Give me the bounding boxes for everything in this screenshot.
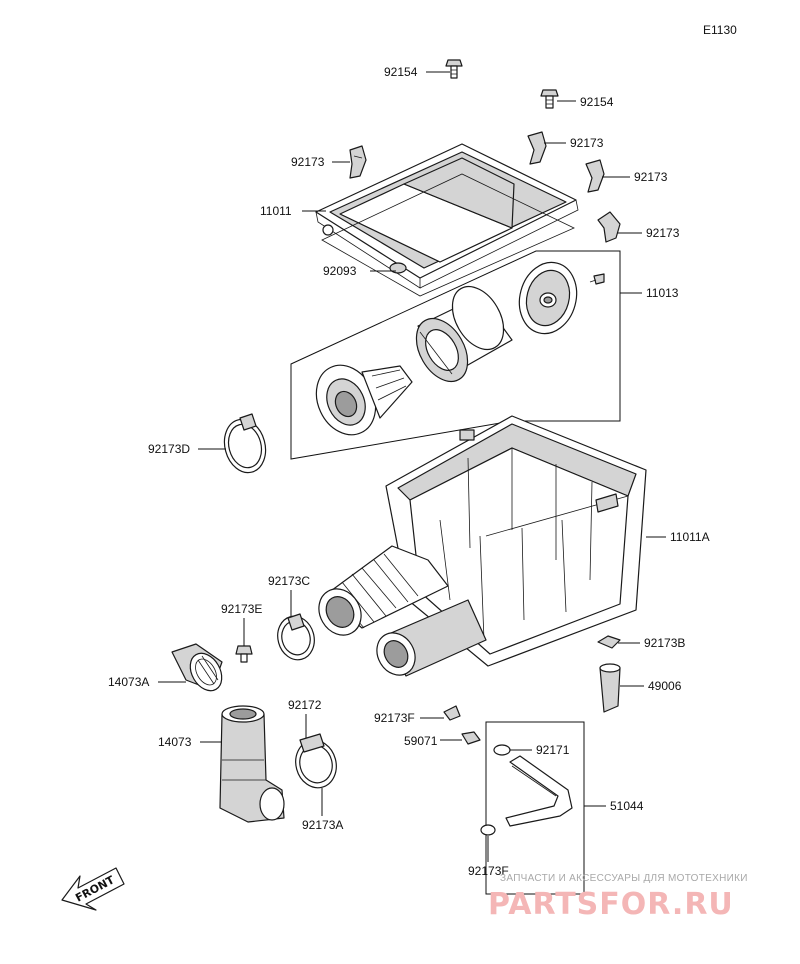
label-92173-upper-right1: 92173 bbox=[570, 136, 604, 150]
clip-92173-upper-left-drawing bbox=[349, 145, 367, 179]
clamp-92173D-drawing bbox=[223, 413, 267, 474]
filter-assy-bracket bbox=[290, 250, 621, 460]
filter-cover-drawing bbox=[518, 261, 578, 335]
screw-92173E-drawing bbox=[235, 645, 253, 663]
label-92173-upper-right3: 92173 bbox=[646, 226, 680, 240]
label-14073: 14073 bbox=[158, 735, 192, 749]
fitting-59071-drawing bbox=[461, 731, 481, 745]
air-box-lid-drawing bbox=[315, 143, 579, 289]
inlet-duct-14073-drawing bbox=[219, 705, 285, 823]
label-51044: 51044 bbox=[610, 799, 644, 813]
clip-92173-upper-right2-drawing bbox=[585, 159, 605, 193]
clamp-92173F-bottom-drawing bbox=[480, 824, 496, 836]
filter-frame-drawing bbox=[315, 364, 413, 436]
label-11013: 11013 bbox=[646, 286, 679, 300]
intake-duct-lower-drawing bbox=[376, 599, 487, 677]
label-49006: 49006 bbox=[648, 679, 682, 693]
diagram-code: E1130 bbox=[703, 23, 737, 37]
label-92093: 92093 bbox=[323, 264, 357, 278]
label-92172: 92172 bbox=[288, 698, 322, 712]
label-92171: 92171 bbox=[536, 743, 570, 757]
label-11011A: 11011A bbox=[670, 530, 710, 544]
bolt-92154-right-drawing bbox=[540, 89, 559, 109]
label-92154-top: 92154 bbox=[384, 65, 418, 79]
clip-92173B-drawing bbox=[597, 635, 621, 649]
label-92173E: 92173E bbox=[221, 602, 262, 616]
air-box-case-drawing bbox=[385, 415, 647, 667]
label-92173C: 92173C bbox=[268, 574, 310, 588]
clamp-92173C-drawing bbox=[277, 613, 315, 661]
label-92173-upper-right2: 92173 bbox=[634, 170, 668, 184]
label-92173A: 92173A bbox=[302, 818, 343, 832]
label-92154-right: 92154 bbox=[580, 95, 614, 109]
bolt-92154-top-drawing bbox=[445, 59, 463, 79]
front-arrow-icon: FRONT bbox=[61, 867, 125, 911]
label-92173B: 92173B bbox=[644, 636, 685, 650]
clip-92173F-top-drawing bbox=[443, 705, 461, 721]
watermark-brand: PARTSFOR.RU bbox=[488, 887, 734, 922]
clip-92173-upper-right3-drawing bbox=[597, 211, 621, 243]
label-92173F-top: 92173F bbox=[374, 711, 415, 725]
label-92173-upper-left: 92173 bbox=[291, 155, 325, 169]
label-92173D: 92173D bbox=[148, 442, 190, 456]
hose-51044-drawing bbox=[505, 755, 573, 827]
label-14073A: 14073A bbox=[108, 675, 149, 689]
watermark-tagline: ЗАПЧАСТИ И АКСЕССУАРЫ ДЛЯ МОТОТЕХНИКИ bbox=[500, 873, 748, 884]
label-11011: 11011 bbox=[260, 204, 292, 218]
small-screw-drawing bbox=[589, 273, 605, 285]
drain-49006-drawing bbox=[599, 663, 621, 713]
clamp-92171-drawing bbox=[493, 744, 511, 756]
intake-duct-upper-drawing bbox=[318, 545, 449, 636]
label-59071: 59071 bbox=[404, 734, 438, 748]
filter-element-drawing bbox=[415, 285, 513, 383]
label-92173F-bottom: 92173F bbox=[468, 864, 509, 878]
inlet-cap-14073A-drawing bbox=[171, 643, 223, 692]
clamp-92172-drawing bbox=[295, 733, 337, 789]
hose-assy-bracket bbox=[485, 721, 585, 895]
clip-92173-upper-right1-drawing bbox=[527, 131, 547, 165]
